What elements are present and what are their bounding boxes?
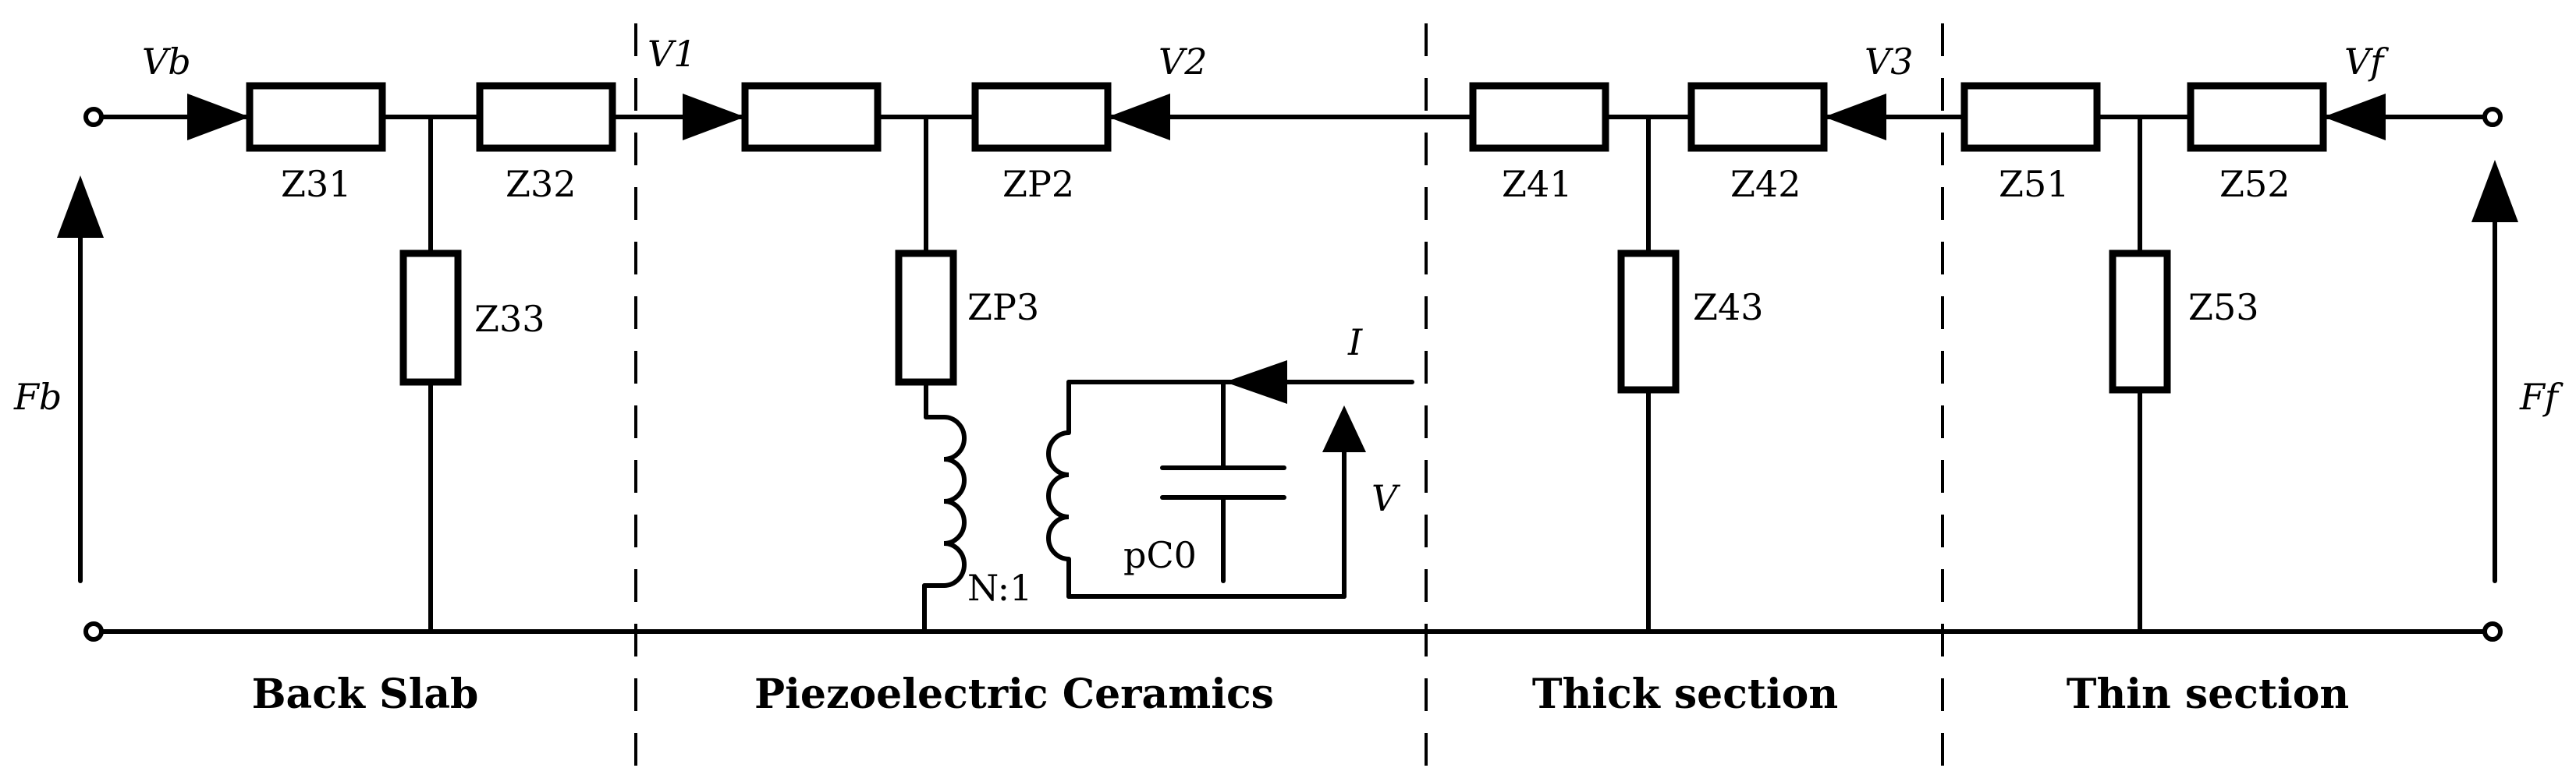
terminal-bottom-right [2482, 621, 2503, 642]
resistor-z53 [2109, 249, 2171, 394]
label-z42: Z42 [1730, 163, 1801, 205]
label-voltage: V [1371, 477, 1401, 519]
resistor-z42 [1687, 82, 1828, 152]
shunt-branch-z33 [399, 115, 462, 634]
shunt-branch-z53 [2109, 115, 2171, 634]
resistor-z31 [246, 82, 386, 152]
label-v1: V1 [648, 33, 697, 75]
terminal-bottom-left [83, 621, 104, 642]
transformer-secondary-coil [1046, 430, 1070, 561]
arrow-voltage [1322, 405, 1366, 452]
label-z41: Z41 [1502, 163, 1573, 205]
shunt-branch-z43 [1617, 115, 1680, 634]
resistor-zp3 [895, 249, 957, 386]
arrow-v2 [1108, 94, 1170, 140]
arrow-current [1225, 360, 1287, 404]
section-piezoelectric-ceramics: Piezoelectric Ceramics [754, 671, 1274, 718]
resistor-z32 [476, 82, 616, 152]
label-z31: Z31 [281, 163, 352, 205]
label-capacitor: pC0 [1123, 534, 1197, 576]
label-z32: Z32 [506, 163, 577, 205]
resistor-z52 [2187, 82, 2327, 152]
label-z33: Z33 [474, 298, 545, 340]
arrow-v3 [1824, 94, 1886, 140]
label-fb: Fb [13, 376, 62, 418]
label-zp2: ZP2 [1002, 163, 1074, 205]
label-vf: Vf [2344, 41, 2389, 83]
label-z43: Z43 [1693, 286, 1764, 328]
resistor-z51 [1960, 82, 2101, 152]
shunt-branch-zp3 [895, 115, 1414, 634]
resistor-z33 [399, 249, 462, 386]
label-turns-ratio: N:1 [967, 567, 1032, 609]
label-z51: Z51 [1999, 163, 2070, 205]
label-v2: V2 [1158, 41, 1208, 83]
label-ff: Ff [2519, 376, 2564, 418]
section-thin: Thin section [2067, 671, 2349, 718]
section-back-slab: Back Slab [252, 671, 479, 718]
resistor-z41 [1469, 82, 1609, 152]
section-thick: Thick section [1532, 671, 1838, 718]
label-vb: Vb [142, 41, 191, 83]
arrow-vf [2323, 94, 2386, 140]
label-z53: Z53 [2188, 286, 2259, 328]
label-v3: V3 [1865, 41, 1914, 83]
arrow-vb [187, 94, 250, 140]
terminal-top-right [2482, 107, 2503, 127]
resistor-zp2 [971, 82, 1112, 152]
resistor-z43 [1617, 249, 1680, 394]
arrow-force-ff [2471, 160, 2518, 583]
resistor-zp1 [741, 82, 882, 152]
label-current: I [1347, 321, 1363, 363]
transformer-primary-coil [943, 415, 967, 588]
label-zp3: ZP3 [967, 286, 1039, 328]
terminal-top-left [83, 107, 104, 127]
arrow-force-fb [57, 175, 104, 583]
arrow-v1 [683, 94, 745, 140]
label-z52: Z52 [2219, 163, 2290, 205]
